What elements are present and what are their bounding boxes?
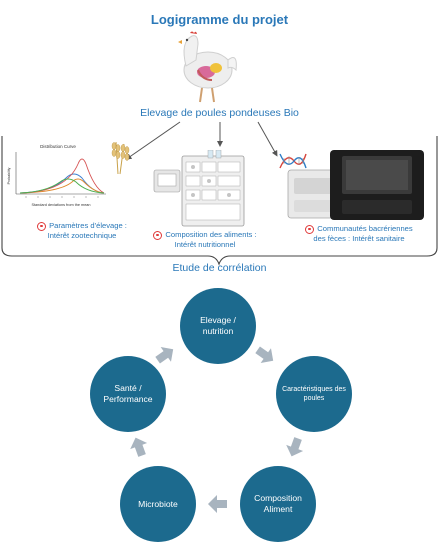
connector-arrows — [125, 121, 278, 160]
dna-icon — [279, 153, 307, 169]
distribution-chart-title: Distribution Curve — [40, 144, 76, 149]
cycle-arrow-icon — [208, 495, 227, 513]
target-icon — [37, 221, 47, 231]
diagram-title: Logigramme du projet — [150, 12, 289, 27]
caption-elevage-line2: Intérêt zootechnique — [47, 230, 117, 240]
node-sante-performance: Santé / Performance — [90, 356, 166, 432]
node-microbiote-label: Microbiote — [138, 498, 178, 509]
target-icon — [305, 224, 315, 234]
project-subtitle: Elevage de poules pondeuses Bio — [140, 107, 299, 119]
node-composition-aliment-label: Composition Aliment — [254, 493, 302, 514]
node-elevage-nutrition-label: Elevage / nutrition — [200, 315, 236, 336]
caption-elevage-line1: Paramètres d'élevage : — [49, 221, 127, 230]
node-caracteristiques-label: Caractéristiques des poules — [282, 386, 346, 402]
cycle-arrow-icon — [255, 346, 274, 363]
caption-composition-line2: Intérêt nutritionnel — [174, 239, 236, 249]
caption-communautes: Communautés bacrériennes des fèces : Int… — [284, 224, 434, 243]
target-icon — [153, 230, 163, 240]
node-caracteristiques: Caractéristiques des poules — [276, 356, 352, 432]
caption-composition: Composition des aliments : Intérêt nutri… — [140, 230, 270, 249]
cycle-arrow-icon — [286, 437, 304, 457]
lab-instrument-icon — [153, 150, 245, 227]
node-sante-performance-label: Santé / Performance — [103, 383, 153, 404]
distribution-curve-chart: Distribution Curve Probability Standard … — [7, 144, 106, 207]
grouping-brace — [1, 136, 438, 266]
caption-communautes-line1: Communautés bacrériennes — [317, 224, 413, 233]
distribution-xlabel: Standard deviations from the mean — [31, 203, 90, 207]
correlation-label: Etude de corrélation — [172, 262, 267, 274]
node-composition-aliment: Composition Aliment — [240, 466, 316, 542]
caption-elevage: Paramètres d'élevage : Intérêt zootechni… — [22, 221, 142, 240]
sequencer-icon — [287, 150, 424, 220]
node-elevage-nutrition: Elevage / nutrition — [180, 288, 256, 364]
hen-anatomy-icon — [178, 31, 237, 103]
node-microbiote: Microbiote — [120, 466, 196, 542]
cycle-arrow-icon — [130, 437, 148, 457]
wheat-icon — [111, 141, 130, 175]
distribution-ylabel: Probability — [7, 167, 11, 184]
cycle-arrow-icon — [155, 347, 174, 364]
caption-communautes-line2: des fèces : Intérêt sanitaire — [313, 233, 405, 243]
caption-composition-line1: Composition des aliments : — [165, 230, 257, 239]
